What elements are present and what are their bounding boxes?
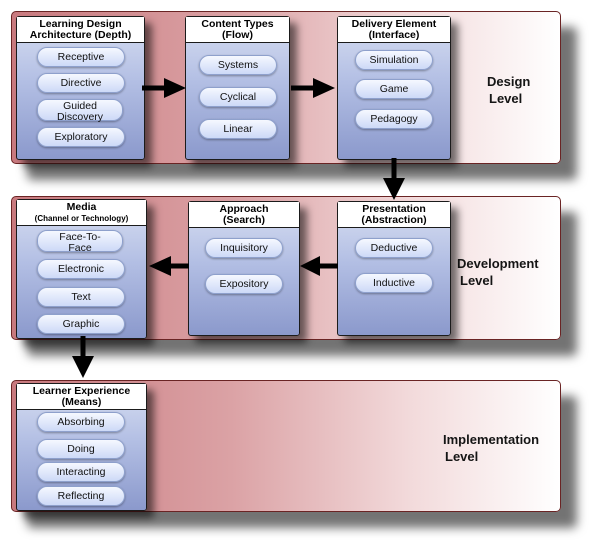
pill-expository-text: Expository — [219, 278, 269, 290]
pill-absorbing: Absorbing — [37, 412, 125, 432]
pill-face-to-text: Face-To- — [59, 231, 101, 243]
content-types-title-line2: (Flow) — [222, 29, 253, 41]
pill-absorbing-text: Absorbing — [57, 416, 105, 428]
pill-interacting: Interacting — [37, 462, 125, 482]
pill-receptive-text: Receptive — [57, 51, 105, 63]
pill-exploratory-text: Exploratory — [54, 131, 108, 143]
pill-cyclical: Cyclical — [199, 87, 277, 107]
pill-graphic-text: Graphic — [62, 318, 100, 330]
learner-experience-title-line1: Learner Experience — [32, 385, 131, 397]
development-level-label-line1: Development — [457, 256, 539, 271]
arrow-delivery-to-presentation-icon — [383, 158, 405, 200]
pill-simulation: Simulation — [355, 50, 433, 70]
approach-title-line1: Approach — [219, 203, 269, 215]
pill-directive: Directive — [37, 73, 125, 93]
arrow-design-to-content-icon — [142, 78, 186, 98]
pill-inductive: Inductive — [355, 273, 433, 293]
approach-box: Approach (Search) Inquisitory Expository — [188, 201, 300, 336]
arrow-presentation-to-approach-icon — [300, 256, 338, 276]
content-types-title: Content Types (Flow) — [186, 17, 289, 43]
arrow-approach-to-media-icon — [149, 256, 189, 276]
pill-deductive-text: Deductive — [370, 242, 418, 254]
pill-discovery-text: Discovery — [56, 111, 104, 123]
pill-cyclical-text: Cyclical — [219, 91, 257, 103]
pill-linear-text: Linear — [223, 123, 253, 135]
pill-game-text: Game — [379, 83, 409, 95]
pill-systems: Systems — [199, 55, 277, 75]
learning-design-title-line1: Learning Design — [39, 18, 122, 30]
approach-title: Approach (Search) — [189, 202, 299, 228]
pill-electronic-text: Electronic — [57, 263, 105, 275]
learning-design-architecture-title: Learning Design Architecture (Depth) — [17, 17, 144, 43]
learner-experience-title: Learner Experience (Means) — [17, 384, 146, 410]
learner-experience-box: Learner Experience (Means) Absorbing Doi… — [16, 383, 147, 511]
pill-inquisitory-text: Inquisitory — [220, 242, 268, 254]
pill-reflecting-text: Reflecting — [57, 490, 105, 502]
pill-face-text: Face — [68, 242, 92, 254]
presentation-box: Presentation (Abstraction) Deductive Ind… — [337, 201, 451, 336]
delivery-element-title: Delivery Element (Interface) — [338, 17, 450, 43]
content-types-title-line1: Content Types — [201, 18, 274, 30]
pill-deductive: Deductive — [355, 238, 433, 258]
development-level-label-line2: Level — [460, 273, 494, 288]
content-types-box: Content Types (Flow) Systems Cyclical Li… — [185, 16, 290, 160]
design-level-label-line1: Design — [487, 74, 531, 89]
media-box: Media (Channel or Technology) Face-To-Fa… — [16, 199, 147, 339]
presentation-title-line1: Presentation — [362, 203, 426, 215]
pill-doing-text: Doing — [67, 443, 95, 455]
pill-interacting-text: Interacting — [56, 466, 106, 478]
delivery-element-box: Delivery Element (Interface) Simulation … — [337, 16, 451, 160]
pill-simulation-text: Simulation — [369, 54, 419, 66]
delivery-element-title-line1: Delivery Element — [351, 18, 437, 30]
pill-text: Text — [37, 287, 125, 307]
pill-doing: Doing — [37, 439, 125, 459]
pill-receptive: Receptive — [37, 47, 125, 67]
presentation-title: Presentation (Abstraction) — [338, 202, 450, 228]
pill-face-to-face: Face-To-Face — [37, 230, 123, 254]
pill-inquisitory: Inquisitory — [205, 238, 283, 258]
arrow-content-to-delivery-icon — [291, 78, 335, 98]
pill-pedagogy: Pedagogy — [355, 109, 433, 129]
pill-text-text: Text — [71, 291, 91, 303]
learning-design-title-line2: Architecture (Depth) — [29, 29, 132, 41]
pill-systems-text: Systems — [217, 59, 259, 71]
arrow-media-to-learner-icon — [72, 336, 94, 378]
implementation-level-label-line1: Implementation — [443, 432, 540, 447]
pill-electronic: Electronic — [37, 259, 125, 279]
delivery-element-title-line2: (Interface) — [368, 29, 420, 41]
pill-exploratory: Exploratory — [37, 127, 125, 147]
pill-reflecting: Reflecting — [37, 486, 125, 506]
approach-title-line2: (Search) — [222, 214, 265, 226]
presentation-title-line2: (Abstraction) — [361, 214, 427, 226]
pill-graphic: Graphic — [37, 314, 125, 334]
pill-directive-text: Directive — [60, 77, 102, 89]
learning-design-architecture-box: Learning Design Architecture (Depth) Rec… — [16, 16, 145, 160]
media-title-line2: (Channel or Technology) — [34, 214, 129, 223]
pill-inductive-text: Inductive — [372, 277, 416, 289]
media-title: Media (Channel or Technology) — [17, 200, 146, 226]
implementation-level-label-line2: Level — [445, 449, 479, 464]
learner-experience-title-line2: (Means) — [61, 396, 102, 408]
pill-game: Game — [355, 79, 433, 99]
pill-pedagogy-text: Pedagogy — [370, 113, 418, 125]
media-title-line1: Media — [66, 201, 97, 213]
pill-expository: Expository — [205, 274, 283, 294]
pill-guided-text: Guided — [63, 100, 97, 112]
design-level-label-line2: Level — [489, 91, 523, 106]
pill-linear: Linear — [199, 119, 277, 139]
